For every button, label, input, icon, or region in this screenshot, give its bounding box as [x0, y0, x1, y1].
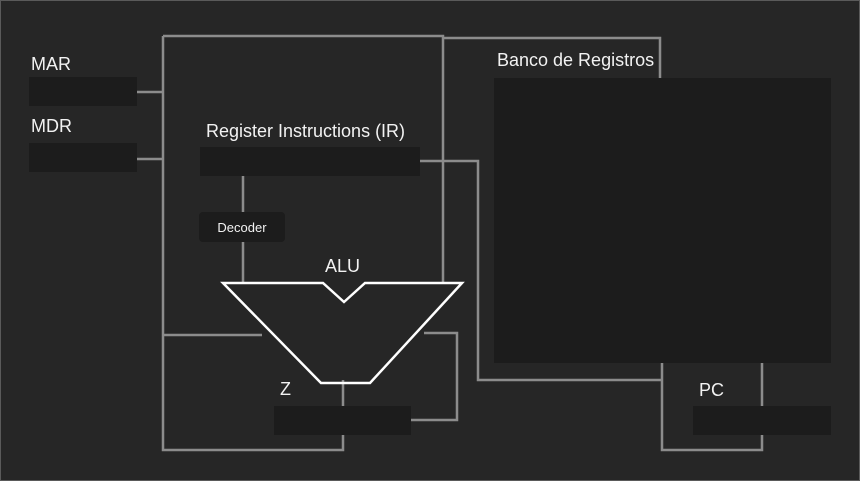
- pc-label: PC: [699, 380, 725, 400]
- bank-pc-wire: [660, 363, 764, 452]
- bank-label: Banco de Registros: [497, 50, 655, 70]
- mar-register: [29, 77, 137, 106]
- mar-label: MAR: [31, 54, 71, 74]
- ir-register: [200, 147, 420, 176]
- pc-register: [693, 406, 831, 435]
- z-feedback-wire: [411, 331, 459, 422]
- z-register: [274, 406, 411, 435]
- z-label: Z: [280, 379, 291, 399]
- bank-top-wire: [443, 36, 662, 78]
- alu-label: ALU: [325, 256, 361, 276]
- mdr-register: [29, 143, 137, 172]
- decoder-box: Decoder: [199, 212, 285, 242]
- ir-label: Register Instructions (IR): [206, 121, 406, 141]
- bus-left-wire: [161, 36, 345, 452]
- main-bus-wire: [163, 34, 445, 283]
- mdr-label: MDR: [31, 116, 72, 136]
- ir-to-bank-wire: [420, 159, 662, 382]
- alu-shape: [220, 281, 465, 385]
- register-bank: [494, 78, 831, 363]
